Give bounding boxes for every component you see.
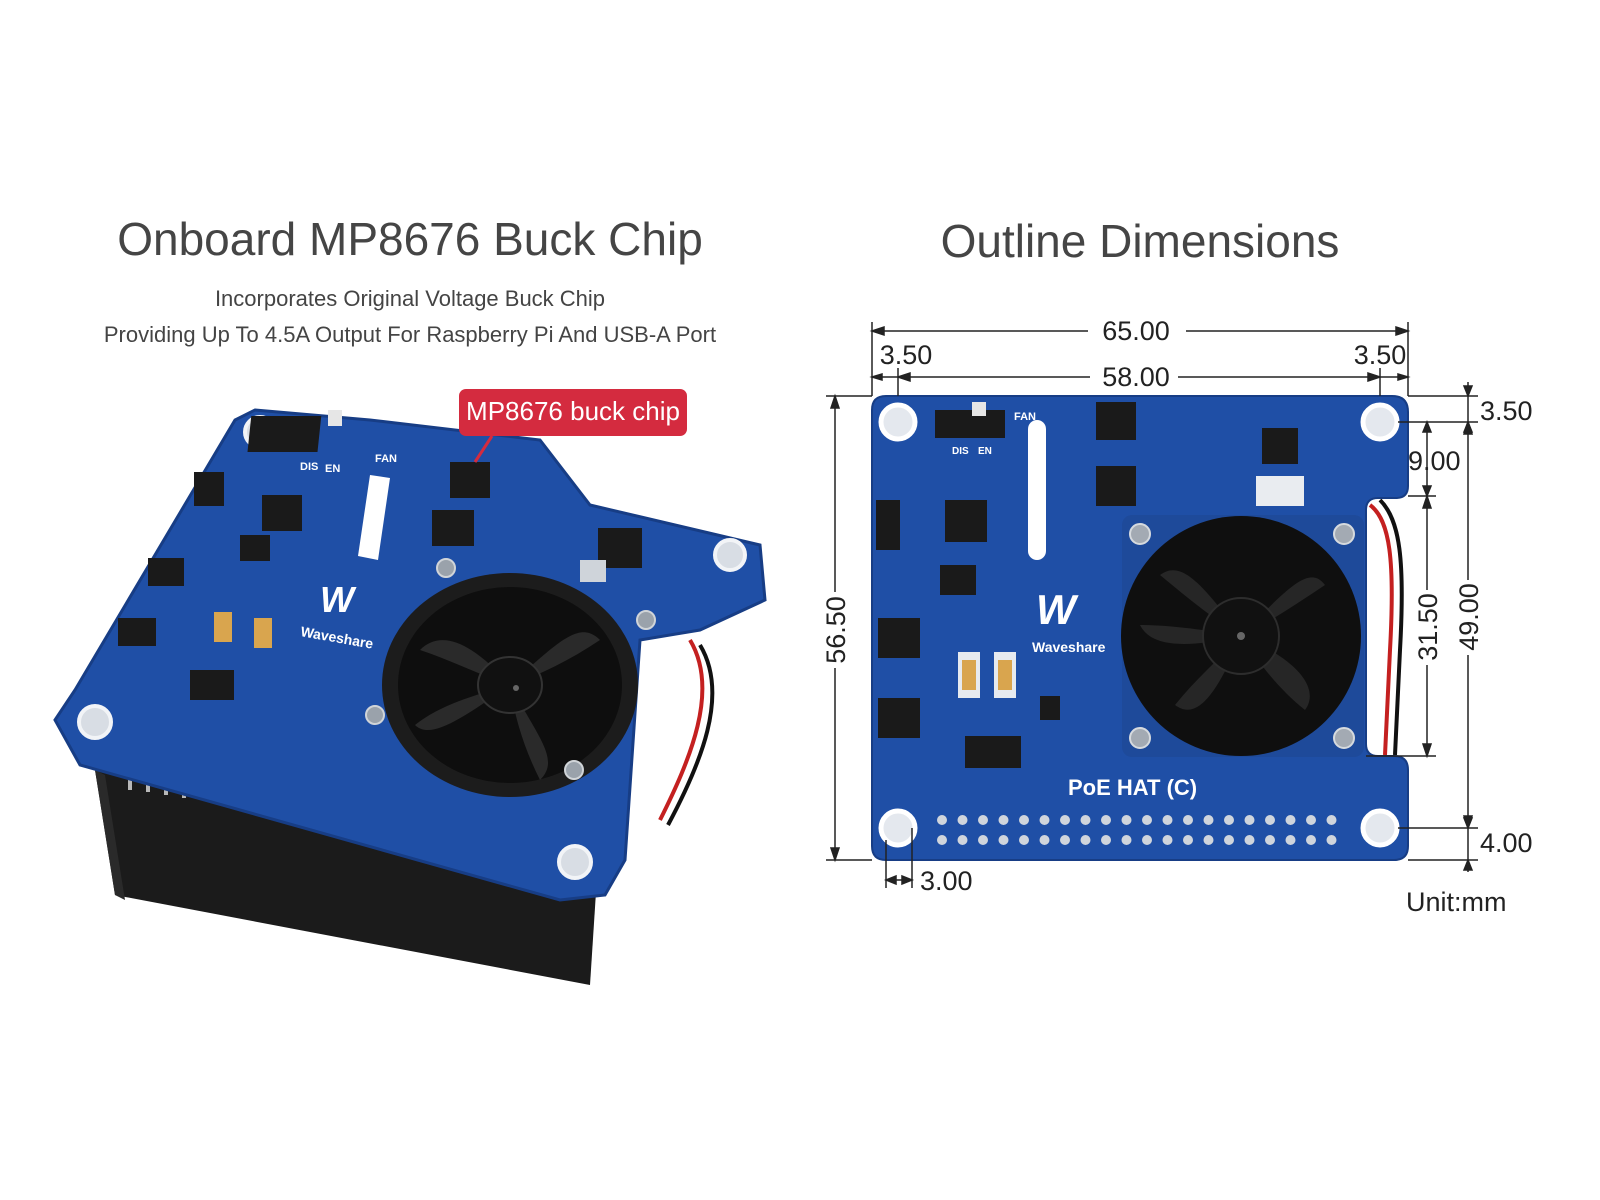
board-slot <box>358 475 390 560</box>
gpio-hole <box>1101 815 1111 825</box>
dim-bottom-offset: 4.00 <box>1480 828 1533 858</box>
gpio-hole <box>1224 815 1234 825</box>
gpio-hole <box>998 815 1009 825</box>
gpio-hole <box>1060 815 1070 825</box>
power-switch <box>247 410 342 452</box>
gpio-hole <box>1203 815 1214 825</box>
gpio-hole <box>1306 835 1316 845</box>
dim-bottom-hole-offset: 3.00 <box>920 866 973 896</box>
gpio-hole <box>1121 835 1132 845</box>
callout-pointer <box>473 435 494 463</box>
gpio-hole <box>978 835 988 845</box>
gpio-hole <box>1142 835 1152 845</box>
gpio-hole <box>978 815 988 825</box>
capacitors <box>214 560 606 648</box>
left-switch-label-en: EN <box>325 463 340 475</box>
gpio-hole <box>1326 835 1337 845</box>
left-switch-label-fan: FAN <box>375 453 397 465</box>
gpio-hole <box>937 815 947 825</box>
dim-overall-width: 65.00 <box>1102 316 1170 346</box>
right-switch-label-fan: FAN <box>1014 411 1036 423</box>
gpio-hole <box>1162 835 1173 845</box>
gpio-hole <box>937 835 947 845</box>
gpio-hole <box>1244 835 1255 845</box>
gpio-hole <box>1039 835 1050 845</box>
dim-left-offset: 3.50 <box>880 340 933 370</box>
gpio-hole <box>1265 835 1275 845</box>
left-switch-label-dis: DIS <box>300 461 318 473</box>
gpio-hole <box>1203 835 1214 845</box>
right-ic-chips <box>876 402 1298 768</box>
gpio-hole <box>957 815 968 825</box>
left-panel-title: Onboard MP8676 Buck Chip <box>117 213 703 265</box>
gpio-hole <box>1101 835 1111 845</box>
dim-notch-height: 9.00 <box>1408 446 1461 476</box>
gpio-hole <box>1265 815 1275 825</box>
gpio-hole <box>1244 815 1255 825</box>
gpio-hole <box>1326 815 1337 825</box>
left-panel-subtitle-2: Providing Up To 4.5A Output For Raspberr… <box>103 322 717 347</box>
right-cooling-fan <box>1121 515 1364 757</box>
gpio-hole <box>1306 815 1316 825</box>
dim-hole-spacing-width: 58.00 <box>1102 362 1170 392</box>
right-fan-screws <box>1129 523 1355 749</box>
gpio-hole <box>1039 815 1050 825</box>
right-mounting-holes <box>878 402 1400 848</box>
dim-notch-span: 31.50 <box>1413 593 1443 661</box>
left-panel-subtitle-1: Incorporates Original Voltage Buck Chip <box>214 286 606 311</box>
mp8676-chip <box>450 462 490 498</box>
dimension-lines <box>826 322 1478 888</box>
right-gpio-holes <box>937 815 1337 845</box>
unit-label: Unit:mm <box>1406 887 1507 917</box>
right-brand-label: Waveshare <box>1032 639 1106 655</box>
callout-box <box>459 389 687 436</box>
ic-chips <box>118 462 642 700</box>
left-logo-mark: W <box>320 579 357 620</box>
left-cooling-fan <box>382 573 638 797</box>
right-capacitors <box>958 476 1304 698</box>
gpio-hole <box>957 835 968 845</box>
gpio-hole <box>1121 815 1132 825</box>
gpio-hole <box>1224 835 1234 845</box>
fan-screws <box>365 558 656 780</box>
callout-label: MP8676 buck chip <box>466 396 680 426</box>
gpio-hole <box>1162 815 1173 825</box>
gpio-hole <box>1080 835 1091 845</box>
right-board-slot <box>1028 420 1046 560</box>
dim-right-offset: 3.50 <box>1354 340 1407 370</box>
gpio-hole <box>1285 835 1296 845</box>
gpio-hole <box>1060 835 1070 845</box>
gpio-hole <box>1183 835 1193 845</box>
right-switch-label-en: EN <box>978 446 992 457</box>
gpio-hole <box>1019 815 1029 825</box>
gpio-hole <box>1142 815 1152 825</box>
gpio-hole <box>1019 835 1029 845</box>
right-panel-title: Outline Dimensions <box>940 215 1340 267</box>
dim-hole-spacing-height: 49.00 <box>1454 583 1484 651</box>
right-power-switch <box>935 410 1005 438</box>
dim-overall-height: 56.50 <box>821 596 851 664</box>
gpio-hole <box>998 835 1009 845</box>
gpio-hole <box>1080 815 1091 825</box>
board-name-label: PoE HAT (C) <box>1068 775 1197 800</box>
right-logo-mark: W <box>1036 586 1079 633</box>
gpio-hole <box>1183 815 1193 825</box>
dim-top-offset: 3.50 <box>1480 396 1533 426</box>
right-switch-label-dis: DIS <box>952 446 969 457</box>
gpio-hole <box>1285 815 1296 825</box>
